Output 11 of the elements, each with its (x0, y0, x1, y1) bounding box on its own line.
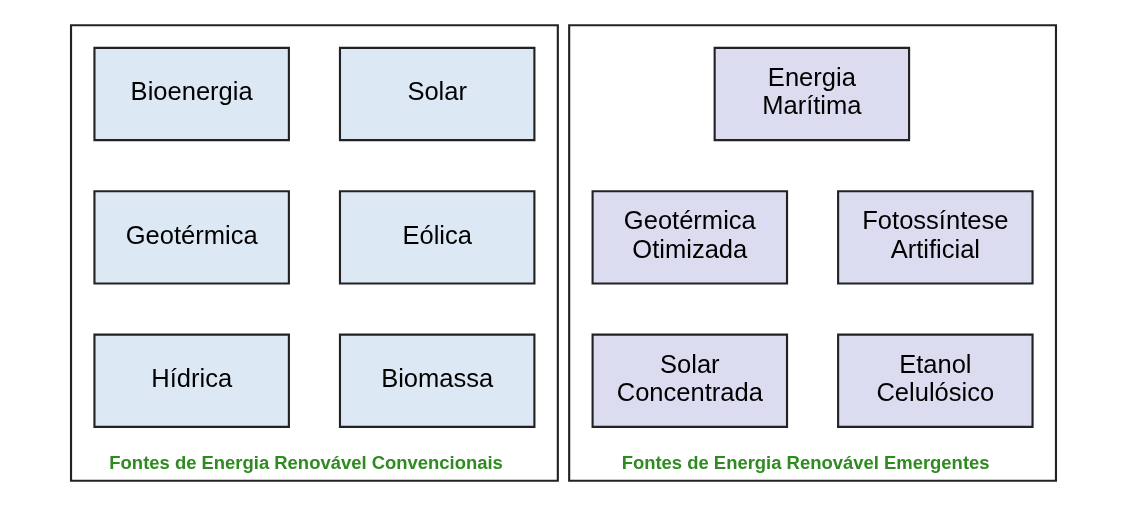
node-box: Geotérmica (93, 190, 290, 285)
node-box: Biomassa (338, 333, 536, 428)
node-box: Fotossíntese Artificial (837, 190, 1034, 285)
node-box: Etanol Celulósico (837, 333, 1034, 428)
node-box: Bioenergia (93, 46, 290, 142)
node-box: Hídrica (93, 333, 290, 428)
node-box: Geotérmica Otimizada (591, 190, 789, 285)
node-box: Solar (338, 46, 536, 142)
node-box: Solar Concentrada (591, 333, 789, 428)
node-box: Eólica (338, 190, 536, 285)
node-box: Energia Marítima (713, 46, 911, 142)
